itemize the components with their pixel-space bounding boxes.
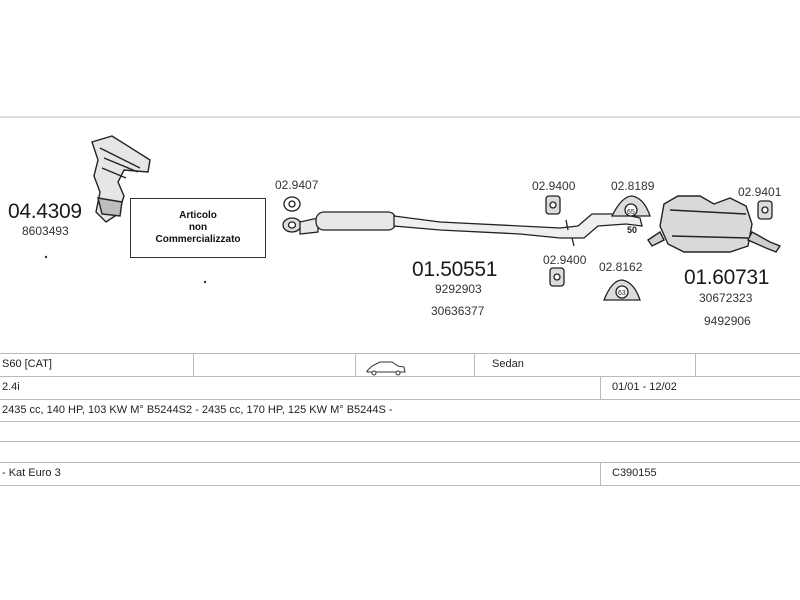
model-cell: S60 [CAT] xyxy=(2,358,52,370)
body-type-cell: Sedan xyxy=(492,358,524,370)
clamp-lower-drawing xyxy=(549,267,565,287)
table-line xyxy=(0,485,800,486)
manifold-part-number: 04.4309 xyxy=(8,200,82,223)
clamp-lower-number: 02.9400 xyxy=(543,253,587,267)
hanger-upper-drawing xyxy=(610,195,651,217)
table-divider xyxy=(474,353,475,376)
engine-specs-cell: 2435 cc, 140 HP, 103 KW M° B5244S2 - 243… xyxy=(2,404,393,416)
middle-oe-number-2: 30636377 xyxy=(431,304,485,318)
rear-clamp-number: 02.9401 xyxy=(738,185,782,199)
notice-line-3: Commercializzato xyxy=(155,234,241,245)
marker-50-label: 50 xyxy=(627,225,637,235)
rear-clamp-drawing xyxy=(757,200,773,220)
middle-part-number: 01.50551 xyxy=(412,258,498,281)
engine-cell: 2.4i xyxy=(2,381,20,393)
date-range-cell: 01/01 - 12/02 xyxy=(612,381,677,393)
catalog-code-cell: C390155 xyxy=(612,467,657,479)
table-divider xyxy=(193,353,194,376)
dot-marker xyxy=(44,255,48,259)
marker-63-label: 63 xyxy=(618,290,626,297)
sedan-icon xyxy=(366,361,406,376)
hanger-lower-drawing xyxy=(603,279,641,301)
emission-cell: - Kat Euro 3 xyxy=(2,467,61,479)
rear-part-number: 01.60731 xyxy=(684,266,770,289)
clamp-upper-drawing xyxy=(545,195,561,215)
dot-marker xyxy=(203,280,207,284)
exhaust-manifold-drawing xyxy=(91,135,151,223)
hanger-lower-number: 02.8162 xyxy=(599,260,643,274)
table-divider xyxy=(695,353,696,376)
table-divider xyxy=(355,353,356,376)
table-line xyxy=(0,399,800,400)
marker-65-label: 65 xyxy=(627,209,635,216)
gasket-front-number: 02.9407 xyxy=(275,178,319,192)
rear-oe-number-2: 9492906 xyxy=(704,314,751,328)
table-line xyxy=(0,353,800,354)
manifold-oe-number: 8603493 xyxy=(22,224,69,238)
table-line xyxy=(0,462,800,463)
middle-silencer-drawing xyxy=(282,196,643,247)
middle-oe-number-1: 9292903 xyxy=(435,282,482,296)
rear-oe-number-1: 30672323 xyxy=(699,291,753,305)
clamp-upper-number: 02.9400 xyxy=(532,179,576,193)
notice-line-1: Articolo xyxy=(179,210,217,221)
not-commercialized-notice: Articolo non Commercializzato xyxy=(130,198,266,258)
notice-line-2: non xyxy=(188,222,208,233)
table-line xyxy=(0,421,800,422)
table-line xyxy=(0,441,800,442)
rear-silencer-drawing xyxy=(647,195,782,253)
table-line xyxy=(0,376,800,377)
table-divider xyxy=(600,462,601,485)
hanger-upper-number: 02.8189 xyxy=(611,179,655,193)
table-divider xyxy=(600,376,601,399)
